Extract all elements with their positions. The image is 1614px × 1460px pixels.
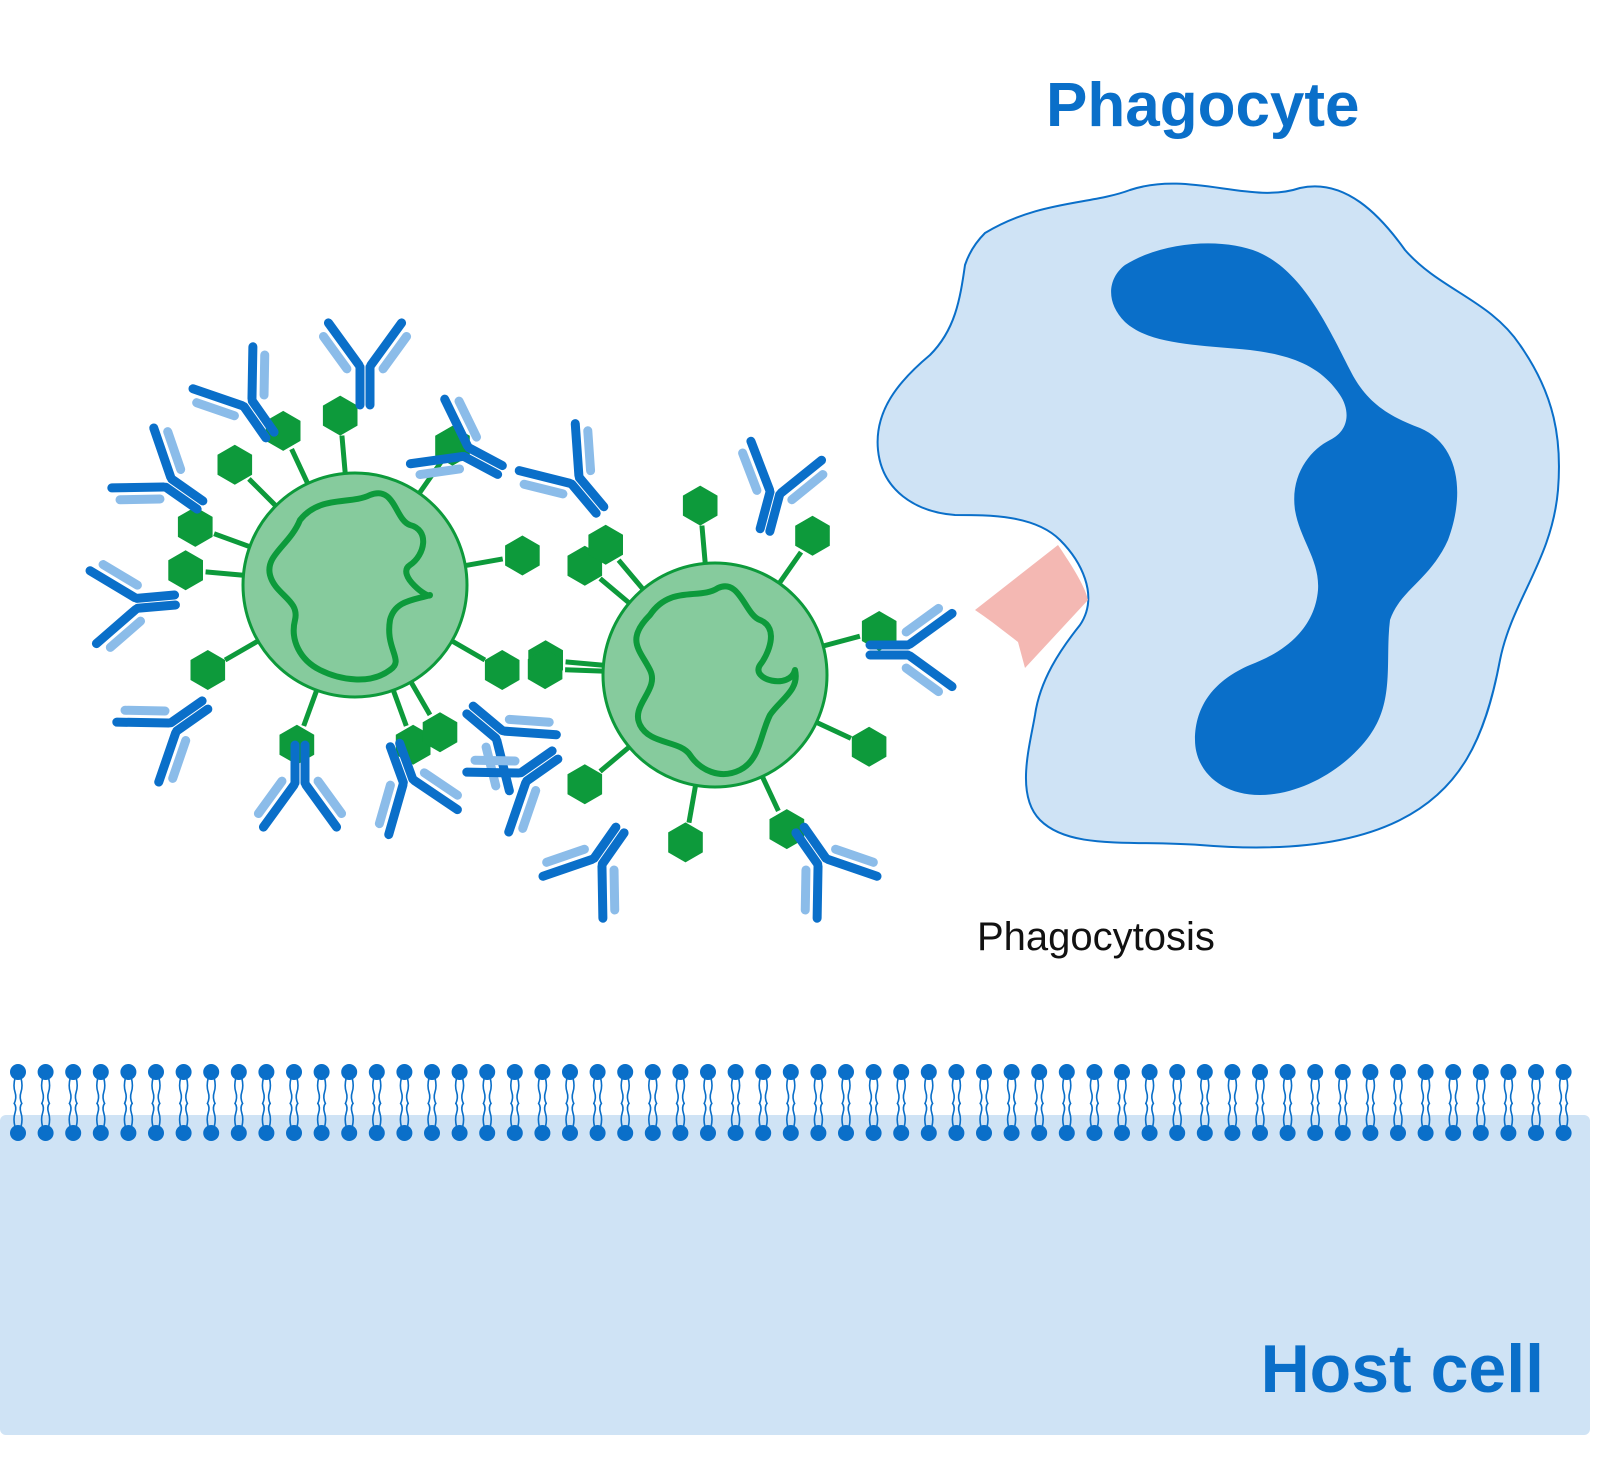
phospholipid-icon xyxy=(1554,1063,1573,1105)
host-cell-title: Host cell xyxy=(1260,1331,1544,1407)
phospholipid-icon xyxy=(1416,1063,1435,1105)
phospholipid-icon xyxy=(1527,1063,1545,1105)
antigen-icon xyxy=(668,822,703,863)
fc-receptor xyxy=(975,545,1088,668)
phospholipid-icon xyxy=(367,1063,386,1105)
phagocytosis-label: Phagocytosis xyxy=(977,915,1215,959)
phospholipid-icon xyxy=(202,1063,220,1105)
phospholipid-icon xyxy=(533,1063,552,1105)
phospholipid-icon xyxy=(92,1063,110,1105)
phospholipid-icon xyxy=(1196,1063,1214,1105)
phospholipid-icon xyxy=(257,1063,276,1105)
viral-genome xyxy=(266,490,433,683)
phospholipid-icon xyxy=(1113,1063,1131,1105)
phospholipid-icon xyxy=(1251,1063,1269,1105)
phospholipid-icon xyxy=(505,1063,524,1105)
phospholipid-icon xyxy=(36,1063,55,1105)
phospholipid-icon xyxy=(754,1063,773,1105)
phospholipid-icon xyxy=(1278,1063,1297,1105)
viral-genome xyxy=(633,583,799,777)
phospholipid-icon xyxy=(1002,1063,1021,1105)
phospholipid-icon xyxy=(147,1063,165,1105)
phospholipid-icon xyxy=(1444,1063,1462,1105)
antigen-icon xyxy=(567,764,603,805)
antigen-icon xyxy=(851,726,887,767)
antigen-icon xyxy=(682,485,718,526)
phospholipid-icon xyxy=(478,1063,497,1105)
phospholipid-icon xyxy=(1472,1063,1490,1105)
antibody-icon xyxy=(440,675,562,799)
phospholipid-icon xyxy=(395,1063,414,1105)
antigen-icon xyxy=(527,649,563,690)
phospholipid-icon xyxy=(561,1063,579,1105)
host-cell-body xyxy=(0,1115,1590,1435)
antigen-icon xyxy=(422,712,458,753)
antigen-icon xyxy=(505,535,540,576)
phospholipid-icon xyxy=(1168,1063,1186,1105)
phospholipid-icon xyxy=(975,1063,993,1105)
phospholipid-icon xyxy=(671,1063,690,1105)
phospholipid-icon xyxy=(1140,1063,1159,1105)
phospholipid-icon xyxy=(1361,1063,1380,1105)
phospholipid-icon xyxy=(285,1063,303,1105)
antibody-icon xyxy=(535,803,658,923)
phagocyte-nucleus xyxy=(1111,243,1458,795)
phospholipid-icon xyxy=(230,1063,248,1105)
antigen-icon xyxy=(484,650,520,690)
antigen-icon xyxy=(265,410,301,451)
antigen-icon xyxy=(177,506,213,547)
antigen-icon xyxy=(217,444,253,485)
phospholipid-icon xyxy=(1223,1063,1242,1105)
phospholipid-icon xyxy=(1058,1063,1076,1105)
phospholipid-icon xyxy=(919,1063,938,1105)
virus-capsid xyxy=(241,471,469,699)
phospholipid-icon xyxy=(1334,1063,1352,1105)
phospholipid-icon xyxy=(643,1063,662,1105)
phospholipid-icon xyxy=(119,1063,138,1105)
phospholipid-icon xyxy=(1499,1063,1518,1105)
phospholipid-icon xyxy=(892,1063,911,1105)
phospholipid-icon xyxy=(588,1063,607,1105)
virus-particle xyxy=(527,485,897,863)
phospholipid-icon xyxy=(726,1063,745,1105)
phospholipid-icon xyxy=(64,1063,82,1105)
antigen-icon xyxy=(795,515,830,556)
virus-capsid xyxy=(601,561,829,789)
phospholipid-icon xyxy=(9,1063,27,1105)
phagocyte-cell xyxy=(876,182,1561,849)
antibody-icon xyxy=(512,417,636,539)
phospholipid-icon xyxy=(947,1063,966,1105)
phospholipid-icon xyxy=(1306,1063,1324,1105)
phospholipid-icon xyxy=(699,1063,717,1105)
host-cell-membrane xyxy=(9,1063,1573,1142)
antibody-group xyxy=(89,323,952,924)
phospholipid-icon xyxy=(1085,1063,1104,1105)
antigen-icon xyxy=(190,650,226,690)
antigen-icon xyxy=(168,550,203,591)
antibody-icon xyxy=(89,554,179,653)
phospholipid-icon xyxy=(340,1063,359,1105)
phospholipid-icon xyxy=(450,1063,469,1105)
phospholipid-icon xyxy=(174,1063,193,1105)
antigen-icon xyxy=(588,524,623,565)
phospholipid-icon xyxy=(864,1063,883,1105)
phospholipid-icon xyxy=(837,1063,855,1105)
phospholipid-icon xyxy=(781,1063,800,1105)
phospholipid-icon xyxy=(1030,1063,1048,1105)
phospholipid-icon xyxy=(1389,1063,1407,1105)
antibody-icon xyxy=(319,323,412,405)
phospholipid-icon xyxy=(809,1063,828,1105)
phagocyte-title: Phagocyte xyxy=(1046,71,1360,140)
phospholipid-icon xyxy=(423,1063,441,1105)
antigen-icon xyxy=(322,395,358,436)
phospholipid-icon xyxy=(616,1063,635,1105)
phospholipid-icon xyxy=(312,1063,331,1105)
